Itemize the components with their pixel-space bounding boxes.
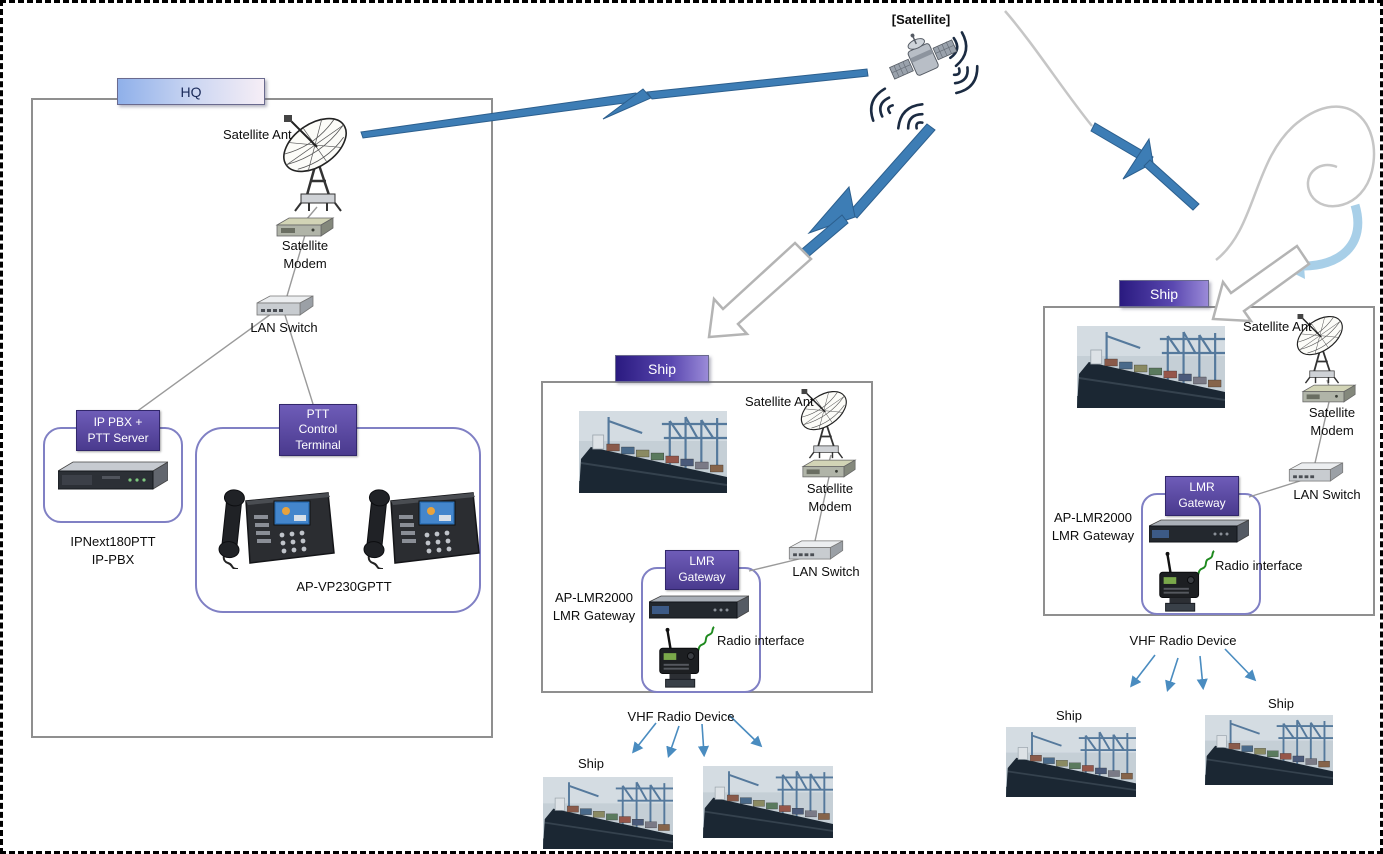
ship-mid-vessel-photo-1 <box>543 777 673 849</box>
hq-pbx-badge: IP PBX + PTT Server <box>76 410 160 451</box>
ship-mid-lan-switch-icon <box>787 539 845 560</box>
ship-mid-lmr-caption: AP-LMR2000 LMR Gateway <box>552 590 636 623</box>
ship-mid-photo <box>579 411 727 493</box>
ship-right-vessel-photo-2 <box>1205 715 1333 785</box>
ship-mid-vessel-photo-2 <box>703 766 833 838</box>
curved-arrow <box>1277 203 1363 279</box>
hq-tab: HQ <box>117 78 265 105</box>
satellite-icon <box>888 29 958 91</box>
ship-mid-lmr-badge: LMR Gateway <box>665 550 739 590</box>
ship-right-vessel-photo-1 <box>1006 727 1136 797</box>
cloud-outline <box>1004 10 1376 261</box>
ship-right-lmr-caption: AP-LMR2000 LMR Gateway <box>1051 510 1135 543</box>
ship-mid-lan-switch-label: LAN Switch <box>792 564 860 579</box>
ship-right-satellite-ant-label: Satellite Ant <box>1243 319 1312 334</box>
ship-right-lmr-badge: LMR Gateway <box>1165 476 1239 516</box>
ip-phone-icon-1 <box>216 471 336 569</box>
hq-ptt-badge: PTT Control Terminal <box>279 404 357 456</box>
ship-mid-radio-interface-label: Radio interface <box>717 633 805 648</box>
ip-phone-icon-2 <box>361 471 481 569</box>
hq-lan-switch-label: LAN Switch <box>250 320 318 335</box>
ip-pbx-server-icon <box>58 459 168 491</box>
ship-right-satellite-modem-label: Satellite Modem <box>1308 405 1356 438</box>
ship-mid-satellite-ant-label: Satellite Ant <box>745 394 814 409</box>
ship-right-vhf-label: VHF Radio Device <box>1129 633 1237 648</box>
ship-mid-satellite-modem-icon <box>801 459 857 478</box>
ship-right-photo <box>1077 326 1225 408</box>
ship-right-tab: Ship <box>1119 280 1209 307</box>
hq-lan-switch-icon <box>255 294 315 316</box>
ship-mid-vessel1-caption: Ship <box>577 756 605 771</box>
ship-right-lmr-gateway-icon <box>1149 517 1249 543</box>
ship-mid-vhf-radio-icon <box>655 625 715 691</box>
ship-right-radio-interface-label: Radio interface <box>1215 558 1303 573</box>
ship-mid-satellite-modem-label: Satellite Modem <box>806 481 854 514</box>
ship-right-satellite-modem-icon <box>1301 384 1357 403</box>
ship-mid-lmr-gateway-icon <box>649 593 749 619</box>
hq-pbx-caption: IPNext180PTT IP-PBX <box>70 534 156 567</box>
ship-right-vessel2-caption: Ship <box>1267 696 1295 711</box>
satellite-label: [Satellite] <box>891 12 951 27</box>
ship-right-vhf-radio-icon <box>1155 549 1215 615</box>
ship-mid-tab: Ship <box>615 355 709 382</box>
ship-right-lan-switch-icon <box>1287 461 1345 482</box>
hq-satellite-modem-label: Satellite Modem <box>281 238 329 271</box>
hq-satellite-modem-icon <box>275 217 335 237</box>
hq-phone-caption: AP-VP230GPTT <box>296 579 392 594</box>
ship-right-lan-switch-label: LAN Switch <box>1293 487 1361 502</box>
ship-mid-vhf-label: VHF Radio Device <box>627 709 735 724</box>
ship-right-vessel1-caption: Ship <box>1055 708 1083 723</box>
hq-satellite-ant-label: Satellite Ant <box>223 127 292 142</box>
